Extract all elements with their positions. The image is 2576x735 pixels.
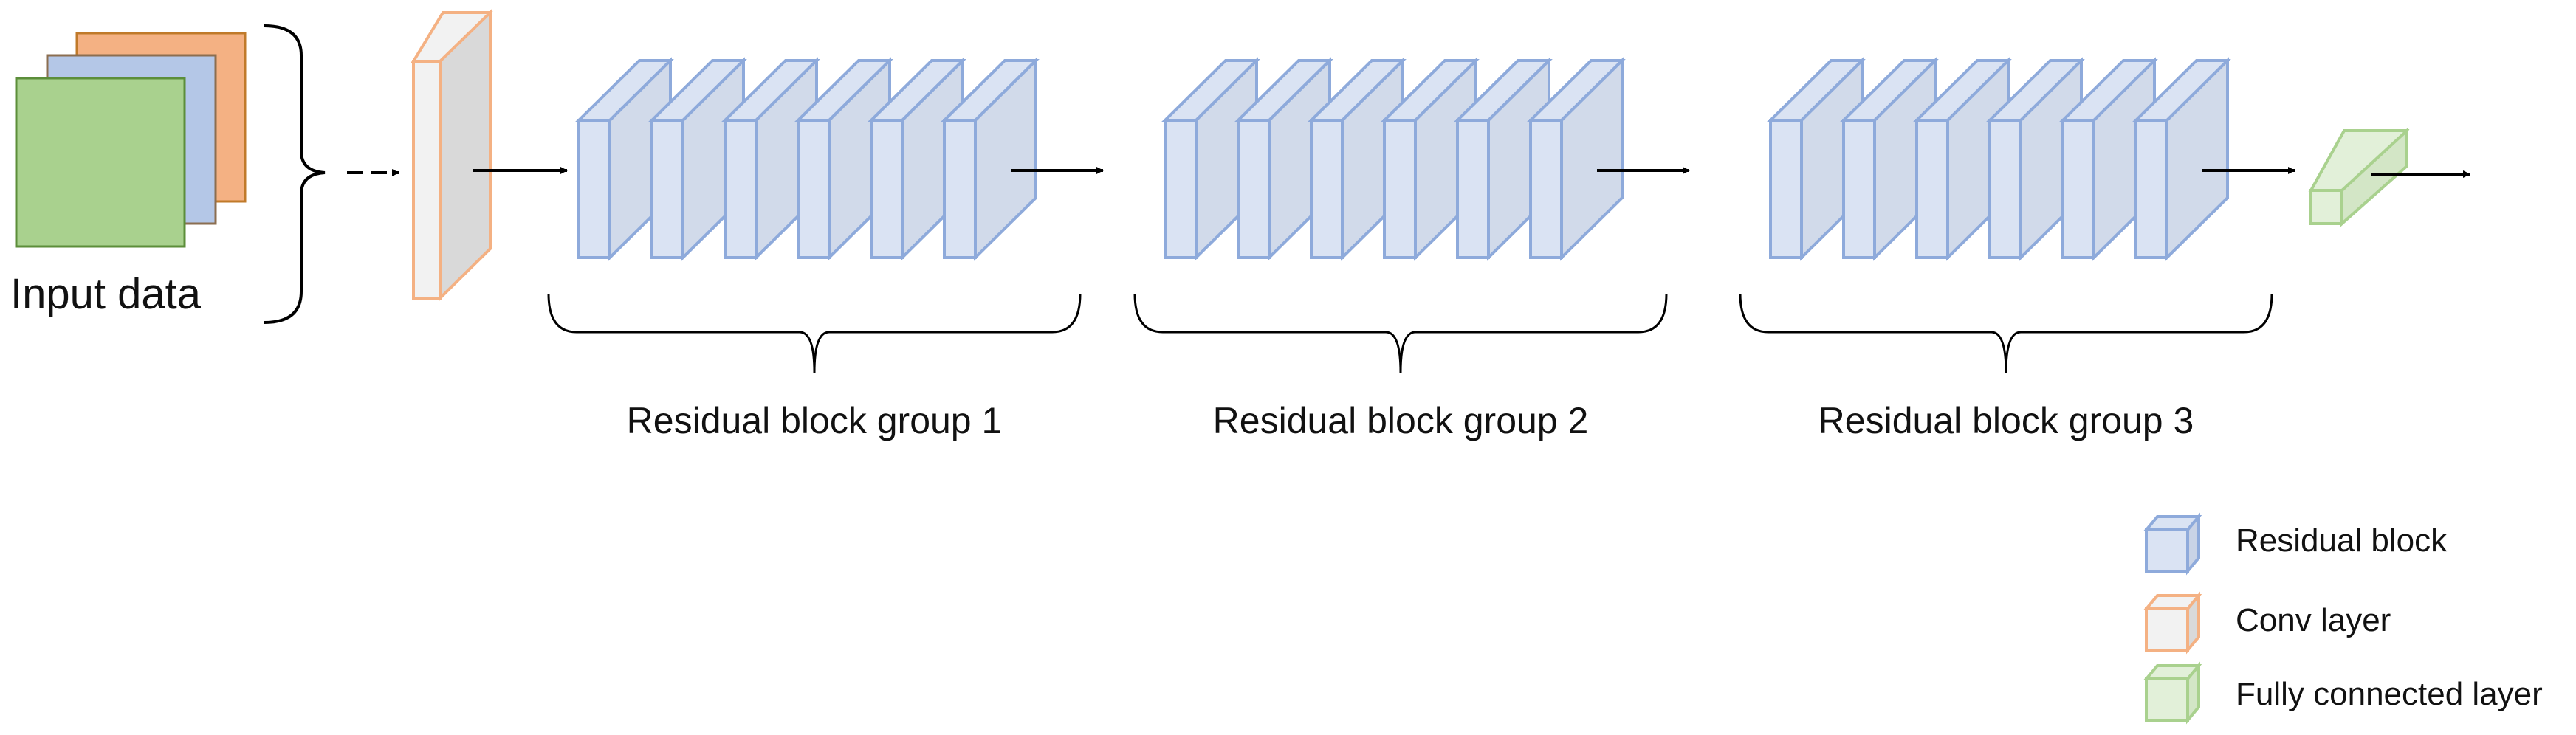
input-brace — [264, 24, 326, 324]
conv-layer-side — [439, 9, 492, 302]
legend-conv-swatch — [2145, 607, 2189, 652]
legend-fc-swatch — [2145, 677, 2189, 722]
legend-item-residual: Residual block — [2143, 512, 2448, 576]
fc-layer — [2308, 127, 2410, 227]
residual-block — [941, 57, 1040, 261]
legend-item-conv: Conv layer — [2143, 591, 2391, 655]
legend-conv-label: Conv layer — [2236, 602, 2391, 638]
legend: Residual block Conv layer Fully connecte… — [2143, 512, 2543, 725]
residual-block — [575, 57, 674, 261]
residual-block-front — [1915, 119, 1949, 259]
input-data-stack — [15, 32, 247, 248]
legend-residual-label: Residual block — [2236, 522, 2448, 559]
fc-layer-front — [2309, 189, 2343, 225]
residual-block-front — [1769, 119, 1803, 259]
conv-layer-front — [412, 60, 442, 300]
residual-block-front — [1383, 119, 1417, 259]
group-brace — [1133, 293, 1668, 373]
residual-block — [1454, 57, 1553, 261]
residual-group-label: Residual block group 3 — [1818, 400, 2194, 441]
residual-block — [1913, 57, 2012, 261]
residual-block-front — [1529, 119, 1563, 259]
residual-block-front — [1456, 119, 1490, 259]
residual-block-front — [1237, 119, 1271, 259]
residual-block-front — [1310, 119, 1344, 259]
residual-block — [1527, 57, 1626, 261]
input-channel-green — [15, 77, 186, 248]
group-brace — [547, 293, 1082, 373]
residual-block-front — [1988, 119, 2022, 259]
residual-block-front — [870, 119, 904, 259]
residual-block-front — [2134, 119, 2168, 259]
residual-groups: Residual block group 1 Residual block gro… — [547, 57, 2295, 441]
residual-block-front — [577, 119, 611, 259]
residual-group-2: Residual block group 2 — [1133, 57, 1690, 441]
group-brace — [1739, 293, 2273, 373]
residual-block-front — [724, 119, 758, 259]
input-data-label: Input data — [10, 270, 202, 318]
residual-block-front — [1164, 119, 1198, 259]
legend-fc-label: Fully connected layer — [2236, 676, 2543, 712]
residual-group-label: Residual block group 1 — [627, 400, 1003, 441]
residual-block-front — [797, 119, 831, 259]
residual-group-1: Residual block group 1 — [547, 57, 1104, 441]
legend-residual-swatch — [2145, 528, 2189, 573]
residual-group-label: Residual block group 2 — [1213, 400, 1589, 441]
conv-layer — [411, 9, 493, 302]
residual-block-front — [650, 119, 684, 259]
legend-item-fc: Fully connected layer — [2143, 661, 2543, 725]
residual-block-front — [1842, 119, 1876, 259]
residual-block-front — [2061, 119, 2095, 259]
residual-block-front — [943, 119, 977, 259]
residual-group-3: Residual block group 3 — [1739, 57, 2295, 441]
residual-block — [2132, 57, 2231, 261]
